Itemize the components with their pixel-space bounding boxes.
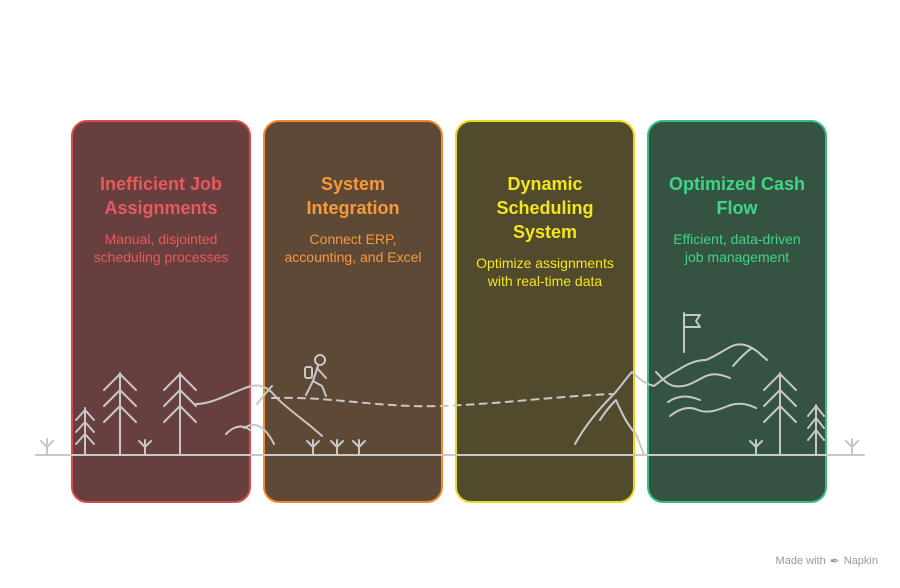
step-title: System Integration [306,174,400,218]
grass-icon [40,438,54,456]
step-description: Optimize assignments with real-time data [476,255,614,289]
step-description: Manual, disjointed scheduling processes [93,231,229,265]
grass-icon [845,438,859,456]
step-description: Efficient, data-driven job management [673,231,801,265]
napkin-logo-icon: ✒ [829,554,840,568]
step-card-dynamic-scheduling-system: Dynamic Scheduling System Optimize assig… [455,120,635,503]
step-description: Connect ERP, accounting, and Excel [284,231,422,265]
step-card-optimized-cash-flow: Optimized Cash Flow Efficient, data-driv… [647,120,827,503]
step-card-inefficient-job-assignments: Inefficient Job Assignments Manual, disj… [71,120,251,503]
step-card-system-integration: System Integration Connect ERP, accounti… [263,120,443,503]
step-title: Dynamic Scheduling System [496,174,594,242]
made-with-napkin-footer: Made with ✒ Napkin [776,554,878,568]
made-with-text: Made with [775,555,826,567]
step-title: Inefficient Job Assignments [99,174,222,218]
brand-name: Napkin [843,555,878,567]
step-title: Optimized Cash Flow [668,174,806,218]
